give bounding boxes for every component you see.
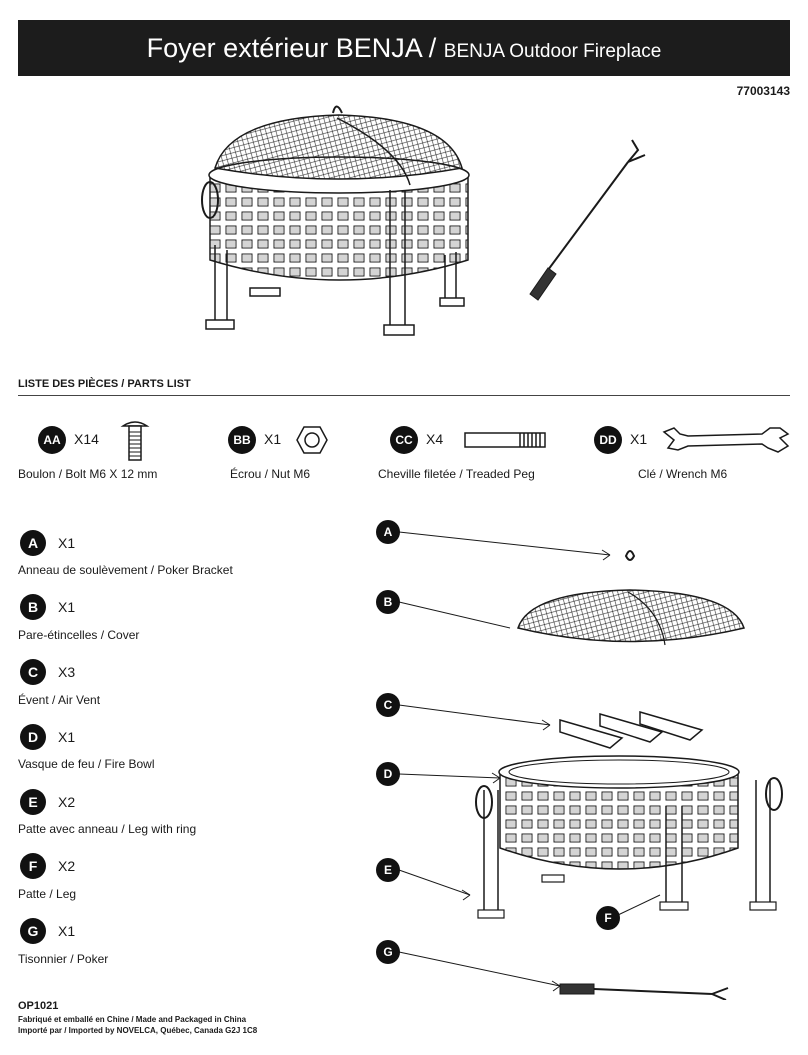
part-badge-a: A <box>20 530 46 556</box>
hardware-qty-dd: X1 <box>630 431 648 447</box>
bolt-icon <box>120 421 150 461</box>
part-qty-b: X1 <box>58 599 76 615</box>
part-label-f: Patte / Leg <box>18 887 77 901</box>
part-qty-a: X1 <box>58 535 76 551</box>
part-qty-c: X3 <box>58 664 76 680</box>
callout-c: C <box>376 693 400 717</box>
title-french: Foyer extérieur BENJA <box>146 33 422 63</box>
product-illustration <box>201 105 646 336</box>
part-qty-e: X2 <box>58 794 76 810</box>
poker-drawing <box>398 951 729 1000</box>
hardware-badge-dd: DD <box>594 426 622 454</box>
hardware-badge-aa: AA <box>38 426 66 454</box>
title-separator: / <box>421 33 444 63</box>
callout-g: G <box>376 940 400 964</box>
part-badge-g: G <box>20 918 46 944</box>
fire-pit-illustration <box>201 105 470 336</box>
legs-drawing <box>617 806 689 916</box>
part-badge-d: D <box>20 724 46 750</box>
part-label-d: Vasque de feu / Fire Bowl <box>18 757 155 771</box>
hardware-label-cc: Cheville filetée / Treaded Peg <box>378 467 535 481</box>
section-divider <box>18 395 790 396</box>
legs-with-ring-drawing <box>398 777 783 919</box>
footer-code: OP1021 <box>18 1000 59 1012</box>
part-label-a: Anneau de soulèvement / Poker Bracket <box>18 563 233 577</box>
part-badge-c: C <box>20 659 46 685</box>
title-bar: Foyer extérieur BENJA / BENJA Outdoor Fi… <box>18 20 790 76</box>
threaded-peg-icon <box>464 432 546 448</box>
hardware-badge-bb: BB <box>228 426 256 454</box>
hardware-label-bb: Écrou / Nut M6 <box>230 467 311 481</box>
hardware-label-dd: Clé / Wrench M6 <box>638 467 728 481</box>
part-qty-g: X1 <box>58 923 76 939</box>
hardware-qty-cc: X4 <box>426 431 444 447</box>
wrench-icon <box>662 427 790 453</box>
air-vents-drawing <box>398 704 704 749</box>
poker-bracket-drawing <box>398 531 636 561</box>
nut-icon <box>296 426 328 454</box>
part-badge-e: E <box>20 789 46 815</box>
part-qty-d: X1 <box>58 729 76 745</box>
part-label-b: Pare-étincelles / Cover <box>18 628 140 642</box>
part-label-e: Patte avec anneau / Leg with ring <box>18 822 197 836</box>
hardware-qty-aa: X14 <box>74 431 99 447</box>
hardware-label-aa: Boulon / Bolt M6 X 12 mm <box>18 467 158 481</box>
callout-e: E <box>376 858 400 882</box>
spark-cover-drawing <box>398 589 745 646</box>
part-qty-f: X2 <box>58 858 76 874</box>
title-english: BENJA Outdoor Fireplace <box>443 41 662 62</box>
part-label-g: Tisonnier / Poker <box>18 952 109 966</box>
callout-d: D <box>376 762 400 786</box>
footer-made-in: Fabriqué et emballé en Chine / Made and … <box>18 1015 247 1024</box>
callout-f: F <box>596 906 620 930</box>
part-label-c: Évent / Air Vent <box>18 693 101 707</box>
exploded-parts-diagram <box>398 531 783 1000</box>
footer-imported-by: Importé par / Imported by NOVELCA, Québe… <box>18 1026 258 1035</box>
parts-list-heading: LISTE DES PIÈCES / PARTS LIST <box>18 378 191 390</box>
part-badge-b: B <box>20 594 46 620</box>
hardware-badge-cc: CC <box>390 426 418 454</box>
callout-a: A <box>376 520 400 544</box>
model-number: 77003143 <box>736 84 790 98</box>
poker-illustration <box>529 139 646 301</box>
part-badge-f: F <box>20 853 46 879</box>
hardware-qty-bb: X1 <box>264 431 282 447</box>
callout-b: B <box>376 590 400 614</box>
fire-bowl-drawing <box>398 755 740 883</box>
